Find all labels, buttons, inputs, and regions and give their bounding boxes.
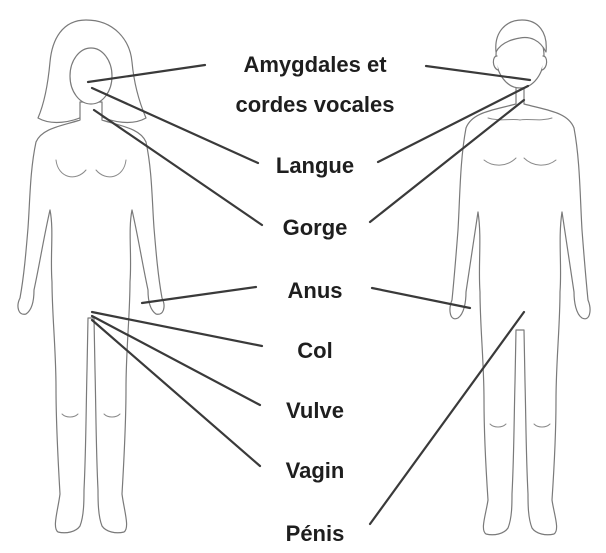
label-anus: Anus (288, 276, 343, 306)
label-throat: Gorge (283, 213, 348, 243)
label-vulva: Vulve (286, 396, 344, 426)
male-figure (450, 20, 590, 535)
label-tonsils-line1: Amygdales et (243, 50, 386, 80)
label-cervix: Col (297, 336, 332, 366)
label-penis: Pénis (286, 519, 345, 549)
label-vagina: Vagin (286, 456, 345, 486)
female-body (18, 102, 164, 533)
label-tonsils-line2: cordes vocales (236, 90, 395, 120)
male-body (450, 86, 590, 535)
label-tongue: Langue (276, 151, 354, 181)
female-figure (18, 20, 164, 533)
female-face (70, 48, 112, 104)
